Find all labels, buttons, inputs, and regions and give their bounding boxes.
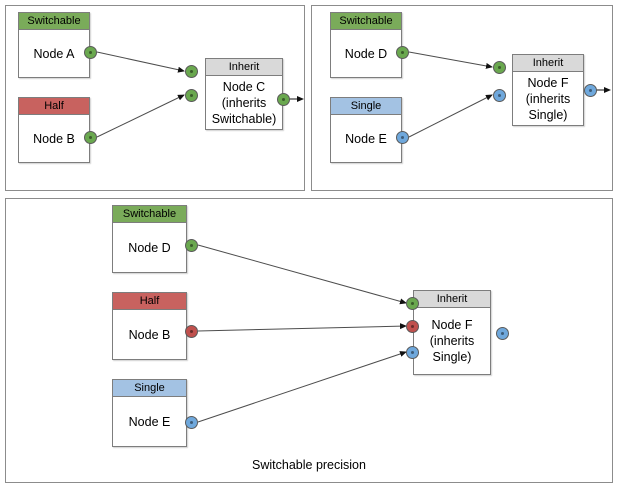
port-f2-in-1[interactable] xyxy=(406,297,419,310)
port-c-out[interactable] xyxy=(277,93,290,106)
node-b-body: Node B xyxy=(33,131,75,146)
port-f-in-1[interactable] xyxy=(493,61,506,74)
node-d[interactable]: Switchable Node D xyxy=(330,12,402,78)
node-b2-body: Node B xyxy=(128,327,171,342)
port-f-out[interactable] xyxy=(584,84,597,97)
node-e-header: Single xyxy=(331,98,401,115)
node-a[interactable]: Switchable Node A xyxy=(18,12,90,78)
node-e2-header: Single xyxy=(113,380,186,397)
node-e2-body: Node E xyxy=(128,414,171,429)
port-e-out[interactable] xyxy=(396,131,409,144)
node-d-header: Switchable xyxy=(331,13,401,30)
port-a-out[interactable] xyxy=(84,46,97,59)
panel-bottom xyxy=(5,198,613,483)
node-f[interactable]: Inherit Node F (inherits Single) xyxy=(512,54,584,126)
port-e2-out[interactable] xyxy=(185,416,198,429)
port-b2-out[interactable] xyxy=(185,325,198,338)
node-c-body: Node C (inherits Switchable) xyxy=(211,79,277,126)
node-b2-header: Half xyxy=(113,293,186,310)
node-d2-body: Node D xyxy=(128,240,171,255)
port-d2-out[interactable] xyxy=(185,239,198,252)
port-b-out[interactable] xyxy=(84,131,97,144)
node-f2-header: Inherit xyxy=(414,291,490,308)
port-c-in-2[interactable] xyxy=(185,89,198,102)
node-f-body: Node F (inherits Single) xyxy=(525,75,571,122)
node-f2-body: Node F (inherits Single) xyxy=(429,318,475,364)
node-b[interactable]: Half Node B xyxy=(18,97,90,163)
node-d2-header: Switchable xyxy=(113,206,186,223)
port-d-out[interactable] xyxy=(396,46,409,59)
node-c[interactable]: Inherit Node C (inherits Switchable) xyxy=(205,58,283,130)
node-e[interactable]: Single Node E xyxy=(330,97,402,163)
node-b-header: Half xyxy=(19,98,89,115)
node-d2[interactable]: Switchable Node D xyxy=(112,205,187,273)
port-c-in-1[interactable] xyxy=(185,65,198,78)
port-f2-out[interactable] xyxy=(496,327,509,340)
node-b2[interactable]: Half Node B xyxy=(112,292,187,360)
node-a-header: Switchable xyxy=(19,13,89,30)
node-d-body: Node D xyxy=(344,46,388,61)
node-c-header: Inherit xyxy=(206,59,282,76)
node-f2[interactable]: Inherit Node F (inherits Single) xyxy=(413,290,491,375)
port-f2-in-3[interactable] xyxy=(406,346,419,359)
node-f-header: Inherit xyxy=(513,55,583,72)
node-e2[interactable]: Single Node E xyxy=(112,379,187,447)
node-a-body: Node A xyxy=(33,46,75,61)
port-f-in-2[interactable] xyxy=(493,89,506,102)
diagram-caption: Switchable precision xyxy=(252,458,366,472)
node-e-body: Node E xyxy=(345,131,387,146)
port-f2-in-2[interactable] xyxy=(406,320,419,333)
